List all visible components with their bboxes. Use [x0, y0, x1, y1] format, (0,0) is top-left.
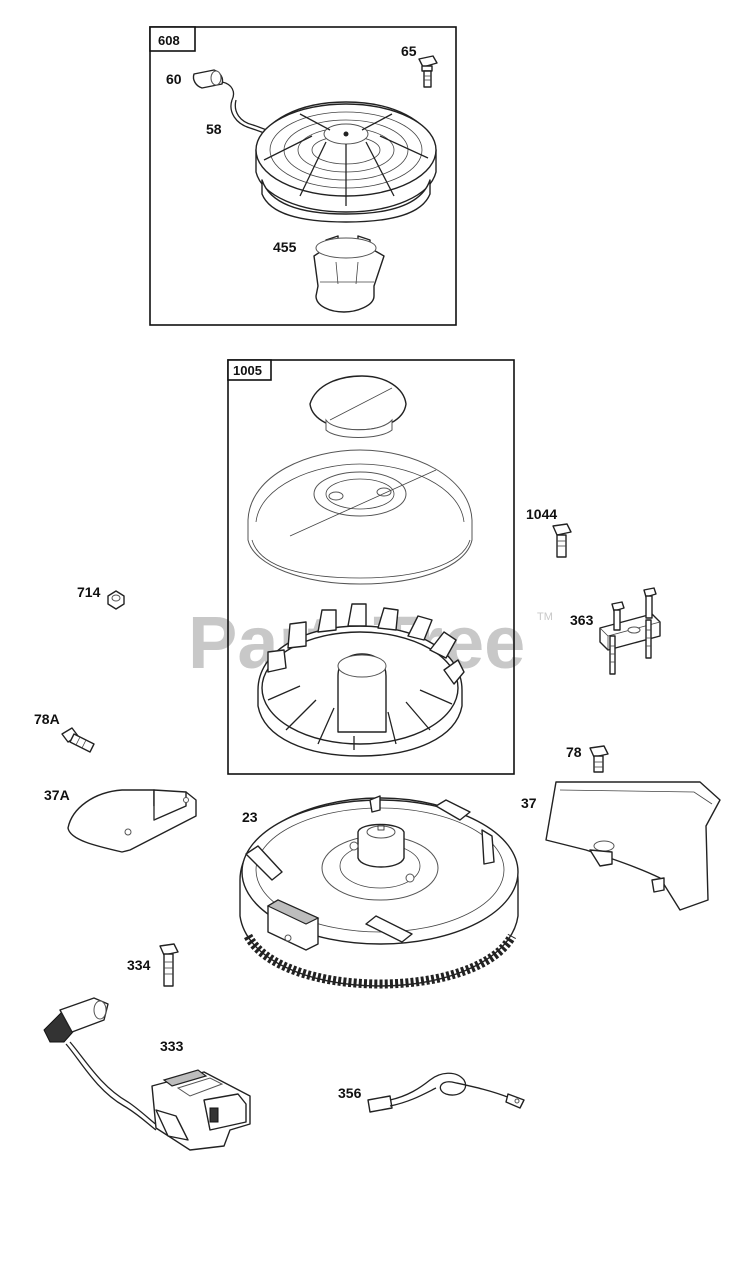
screw-icon[interactable]	[61, 727, 95, 753]
blower-housing-baffle-icon[interactable]	[545, 781, 721, 911]
screw-icon[interactable]	[589, 745, 609, 773]
starter-cup-icon[interactable]	[313, 235, 385, 313]
part-label-1044[interactable]: 1044	[526, 506, 557, 522]
ground-wire-icon[interactable]	[367, 1072, 525, 1113]
fan-shroud-icon[interactable]	[247, 449, 473, 585]
cooling-fan-icon[interactable]	[257, 603, 465, 757]
part-label-334[interactable]: 334	[127, 957, 151, 973]
nut-icon[interactable]	[107, 590, 125, 610]
part-label-455[interactable]: 455	[273, 239, 297, 255]
bracket-bolt-icon[interactable]	[599, 587, 661, 675]
part-label-78[interactable]: 78	[566, 744, 582, 760]
watermark-trademark: TM	[537, 611, 553, 623]
part-label-65[interactable]: 65	[401, 43, 417, 59]
bolt-icon[interactable]	[418, 55, 438, 88]
group-1005-box[interactable]: 1005	[227, 359, 515, 775]
group-608-label: 608	[158, 33, 180, 48]
part-label-60[interactable]: 60	[166, 71, 182, 87]
part-label-37A[interactable]: 37A	[44, 787, 70, 803]
part-label-714[interactable]: 714	[77, 584, 101, 600]
part-label-333[interactable]: 333	[160, 1038, 184, 1054]
shield-bracket-icon[interactable]	[67, 789, 197, 853]
part-label-58[interactable]: 58	[206, 121, 222, 137]
starter-housing-icon[interactable]	[255, 101, 437, 223]
group-1005-label: 1005	[233, 363, 262, 378]
screw-icon[interactable]	[552, 523, 572, 558]
screen-cap-icon[interactable]	[309, 375, 407, 438]
part-label-356[interactable]: 356	[338, 1085, 362, 1101]
part-label-363[interactable]: 363	[570, 612, 594, 628]
part-label-23[interactable]: 23	[242, 809, 258, 825]
screw-icon[interactable]	[159, 943, 179, 987]
part-label-37[interactable]: 37	[521, 795, 537, 811]
part-label-78A[interactable]: 78A	[34, 711, 60, 727]
starter-handle-icon[interactable]	[192, 69, 235, 101]
flywheel-icon[interactable]	[239, 795, 519, 989]
group-608-box[interactable]: 608	[149, 26, 457, 326]
ignition-armature-icon[interactable]	[43, 997, 251, 1151]
